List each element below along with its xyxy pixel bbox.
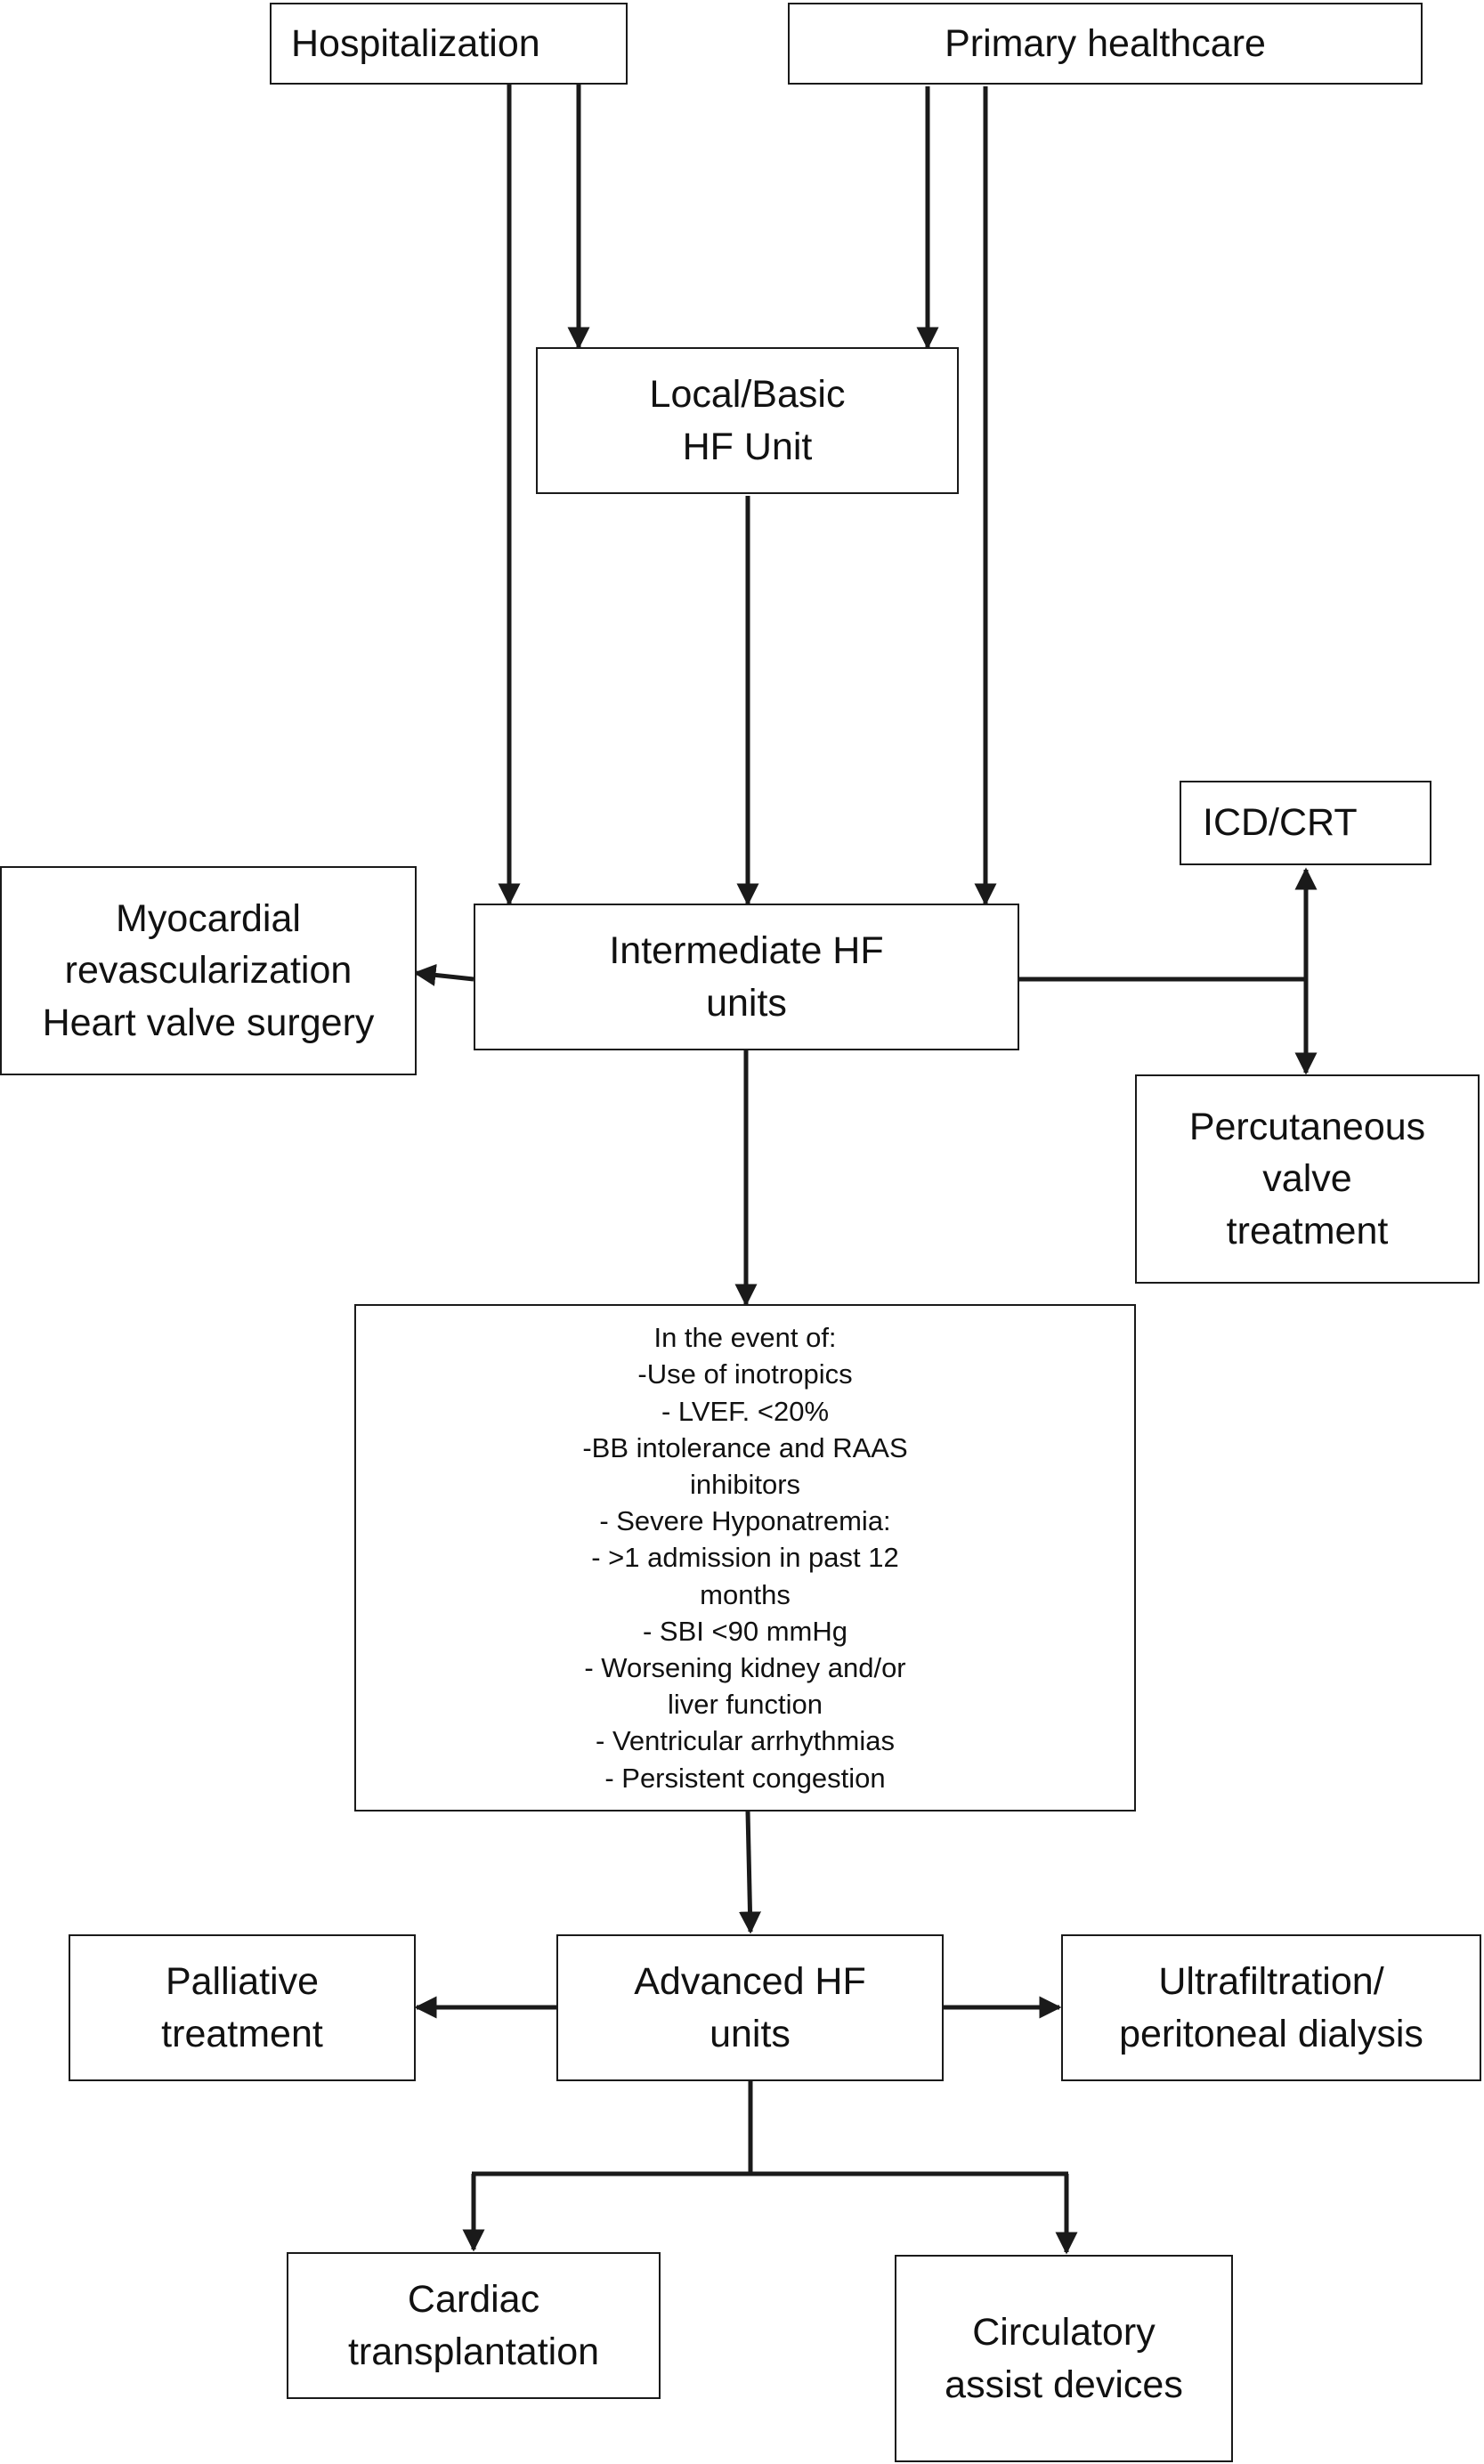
- hospitalization-box: Hospitalization: [270, 3, 628, 85]
- advanced-units-box: Advanced HF units: [556, 1934, 944, 2081]
- criteria-box: In the event of: -Use of inotropics - LV…: [354, 1304, 1136, 1812]
- transplantation-label: Cardiac transplantation: [347, 2278, 600, 2373]
- local-basic-unit-box: Local/Basic HF Unit: [536, 347, 959, 494]
- intermediate-units-label: Intermediate HF units: [609, 929, 884, 1025]
- ultrafiltration-box: Ultrafiltration/ peritoneal dialysis: [1061, 1934, 1481, 2081]
- assist-devices-label: Circulatory assist devices: [945, 2311, 1183, 2406]
- percutaneous-valve-label: Percutaneous valve treatment: [1188, 1105, 1426, 1252]
- primary-healthcare-label: Primary healthcare: [945, 21, 1266, 65]
- percutaneous-valve-box: Percutaneous valve treatment: [1135, 1074, 1480, 1284]
- assist-devices-box: Circulatory assist devices: [895, 2255, 1233, 2462]
- icd-crt-label: ICD/CRT: [1203, 801, 1358, 845]
- primary-healthcare-box: Primary healthcare: [788, 3, 1423, 85]
- transplantation-box: Cardiac transplantation: [287, 2252, 661, 2399]
- revascularization-box: Myocardial revascularization Heart valve…: [0, 866, 417, 1075]
- arrow-intermediate-to-revascularization: [413, 963, 474, 986]
- intermediate-units-box: Intermediate HF units: [474, 904, 1019, 1050]
- local-basic-unit-label: Local/Basic HF Unit: [649, 373, 846, 468]
- revascularization-label: Myocardial revascularization Heart valve…: [42, 896, 375, 1044]
- icd-crt-box: ICD/CRT: [1180, 781, 1431, 865]
- advanced-units-label: Advanced HF units: [634, 1960, 866, 2055]
- ultrafiltration-label: Ultrafiltration/ peritoneal dialysis: [1119, 1960, 1423, 2055]
- criteria-label: In the event of: -Use of inotropics - LV…: [582, 1322, 908, 1794]
- hospitalization-label: Hospitalization: [291, 21, 540, 65]
- palliative-label: Palliative treatment: [161, 1960, 323, 2055]
- arrow-criteria-to-advanced: [739, 1811, 761, 1934]
- palliative-box: Palliative treatment: [69, 1934, 416, 2081]
